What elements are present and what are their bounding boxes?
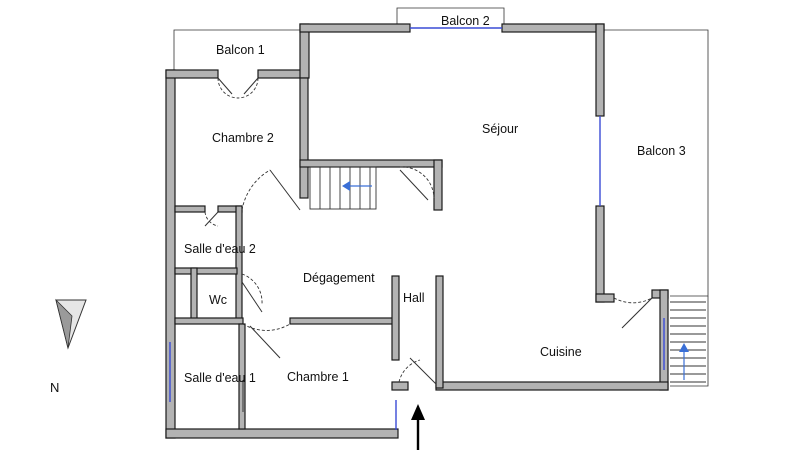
- label-balcon-2: Balcon 2: [441, 14, 490, 28]
- label-balcon-1: Balcon 1: [216, 43, 265, 57]
- north-compass: N: [50, 298, 87, 395]
- doors: [204, 77, 653, 412]
- label-sejour: Séjour: [482, 122, 518, 136]
- label-wc: Wc: [209, 293, 227, 307]
- exterior-stair: [670, 301, 706, 383]
- label-cuisine: Cuisine: [540, 345, 582, 359]
- label-hall: Hall: [403, 291, 425, 305]
- entrance-arrow: [411, 404, 425, 450]
- balcony-outlines: [173, 7, 709, 387]
- north-label: N: [50, 380, 59, 395]
- interior-walls: [174, 77, 444, 430]
- label-balcon-3: Balcon 3: [637, 144, 686, 158]
- label-chambre-1: Chambre 1: [287, 370, 349, 384]
- interior-stair: [309, 166, 377, 210]
- label-degagement: Dégagement: [303, 271, 375, 285]
- room-labels: Balcon 1 Balcon 2 Balcon 3 Séjour Chambr…: [184, 14, 686, 385]
- label-salle-deau-1: Salle d'eau 1: [184, 371, 256, 385]
- windows: [169, 27, 665, 430]
- label-chambre-2: Chambre 2: [212, 131, 274, 145]
- label-salle-deau-2: Salle d'eau 2: [184, 242, 256, 256]
